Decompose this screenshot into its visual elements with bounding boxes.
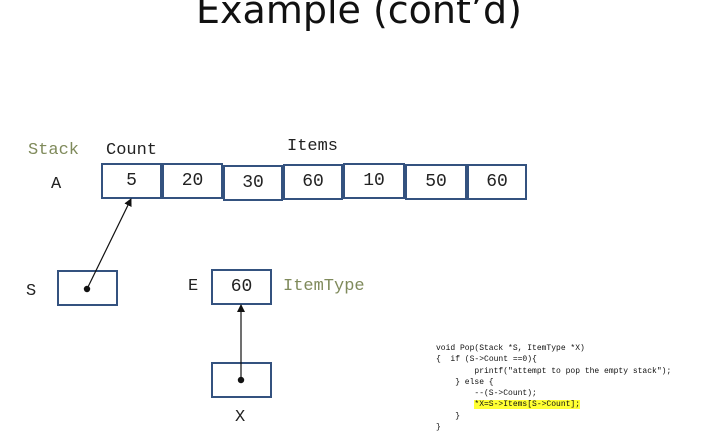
variable-s-label: S — [26, 282, 37, 301]
code-text: if (S->Count ==0){ — [450, 355, 537, 365]
code-indent — [436, 389, 474, 398]
itemtype-label: ItemType — [283, 277, 365, 296]
pop-function-code: void Pop(Stack *S, ItemType *X){ if (S->… — [436, 343, 671, 433]
highlighted-code-text: *X=S->Items[S->Count]; — [474, 400, 581, 410]
variable-e-label: E — [188, 277, 199, 296]
code-line: void Pop(Stack *S, ItemType *X) — [436, 343, 671, 354]
code-line: } — [436, 411, 671, 422]
variable-x-label: X — [235, 408, 246, 427]
items-cell-5: 60 — [467, 164, 527, 200]
code-line: } else { — [436, 377, 671, 388]
code-indent: { — [436, 355, 451, 365]
code-text: printf("attempt to pop the empty stack")… — [474, 366, 672, 376]
items-label: Items — [287, 137, 339, 156]
code-text: } else { — [455, 377, 494, 387]
count-cell: 5 — [101, 163, 162, 199]
code-text: --(S->Count); — [474, 389, 537, 399]
code-text: void Pop(Stack *S, ItemType *X) — [436, 344, 585, 353]
s-pointer-box — [57, 270, 118, 306]
stack-label: Stack — [28, 141, 80, 160]
items-cell-0: 20 — [162, 163, 223, 199]
code-text: } — [436, 423, 441, 433]
code-indent — [436, 400, 474, 409]
code-line: *X=S->Items[S->Count]; — [436, 399, 671, 410]
code-line: printf("attempt to pop the empty stack")… — [436, 366, 671, 377]
items-cell-4: 50 — [405, 164, 467, 200]
code-text: } — [455, 411, 461, 421]
variable-a-label: A — [51, 175, 62, 194]
items-cell-3: 10 — [343, 163, 405, 199]
count-label: Count — [106, 141, 158, 160]
code-indent — [436, 367, 474, 376]
code-line: { if (S->Count ==0){ — [436, 354, 671, 365]
code-line: --(S->Count); — [436, 388, 671, 399]
slide-title: Example (cont’d) — [196, 0, 522, 32]
items-cell-1: 30 — [223, 165, 283, 201]
code-indent — [436, 378, 455, 387]
items-cell-2: 60 — [283, 164, 343, 200]
code-line: } — [436, 422, 671, 433]
x-pointer-box — [211, 362, 272, 398]
code-indent — [436, 412, 455, 421]
e-value-box: 60 — [211, 269, 272, 305]
